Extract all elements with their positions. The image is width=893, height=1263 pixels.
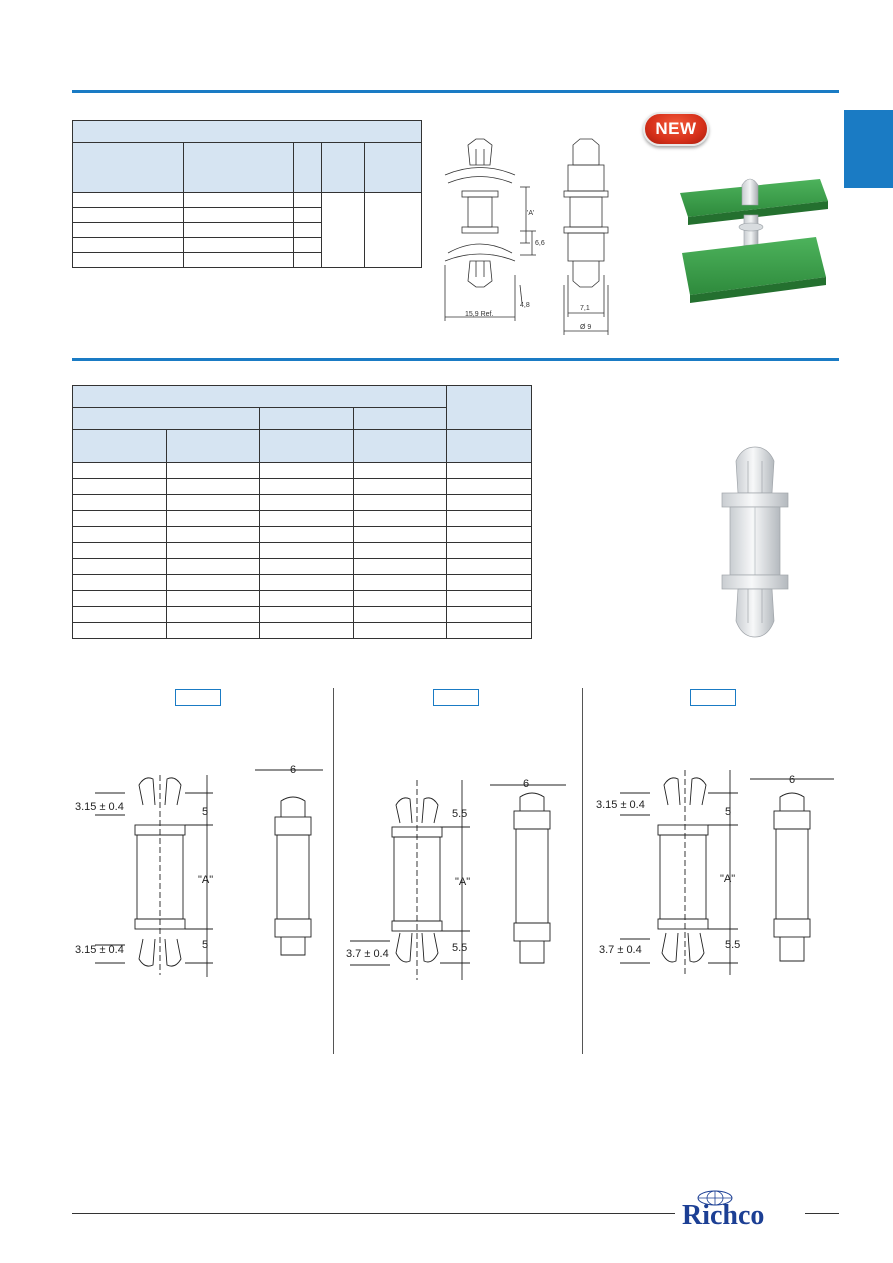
spacer-drawing-1 <box>95 769 323 977</box>
dim-71-label: 7,1 <box>580 305 590 312</box>
footer-rule-right <box>805 1213 839 1214</box>
part-tag-3 <box>690 689 736 706</box>
section-tab <box>844 110 893 188</box>
dim-2-top-h: 5.5 <box>452 808 468 820</box>
part-tag-1 <box>175 689 221 706</box>
dim-2-bot-h: 5.5 <box>452 942 468 954</box>
column-divider-1 <box>333 688 334 1054</box>
footer-rule <box>72 1213 675 1214</box>
dim-2-bot-tol: 3.7 ± 0.4 <box>346 948 389 960</box>
dim-3-bot-h: 5.5 <box>725 939 741 951</box>
section-rule-middle <box>72 358 839 361</box>
dim-2-width: 6 <box>523 778 530 790</box>
section-rule-top <box>72 90 839 93</box>
dim-3-width: 6 <box>789 774 796 786</box>
dim-1-mid: "A" <box>198 874 214 886</box>
spec-table-1 <box>72 120 422 268</box>
column-divider-2 <box>582 688 583 1054</box>
dim-3-bot-tol: 3.7 ± 0.4 <box>599 944 642 956</box>
dim-3-top-tol: 3.15 ± 0.4 <box>596 799 645 811</box>
product-photo-boards <box>680 178 828 303</box>
dim-66-label: 6,6 <box>535 240 545 247</box>
logo-globe-icon <box>697 1190 733 1206</box>
part-tag-2 <box>433 689 479 706</box>
dim-1-top-h: 5 <box>202 806 209 818</box>
brand-logo: Richco <box>682 1200 765 1231</box>
dim-1-bot-h: 5 <box>202 939 209 951</box>
dim-159-label: 15,9 Ref. <box>465 311 494 318</box>
spacer-drawing-3 <box>620 770 834 975</box>
dim-a-label: 'A' <box>527 210 535 217</box>
spacer-drawing-2 <box>350 780 566 980</box>
dim-1-bot-tol: 3.15 ± 0.4 <box>75 944 124 956</box>
dim-3-mid: "A" <box>720 873 736 885</box>
spec-table-2 <box>72 385 532 639</box>
dim-48-label: 4,8 <box>520 302 530 309</box>
dim-3-top-h: 5 <box>725 806 732 818</box>
dim-d9-label: Ø 9 <box>580 324 592 331</box>
dim-1-width: 6 <box>290 764 297 776</box>
new-badge: NEW <box>643 112 709 146</box>
product-photo-spacer <box>721 446 789 638</box>
dim-2-mid: "A" <box>455 876 471 888</box>
dim-1-top-tol: 3.15 ± 0.4 <box>75 801 124 813</box>
top-spacer-drawing <box>444 138 609 335</box>
